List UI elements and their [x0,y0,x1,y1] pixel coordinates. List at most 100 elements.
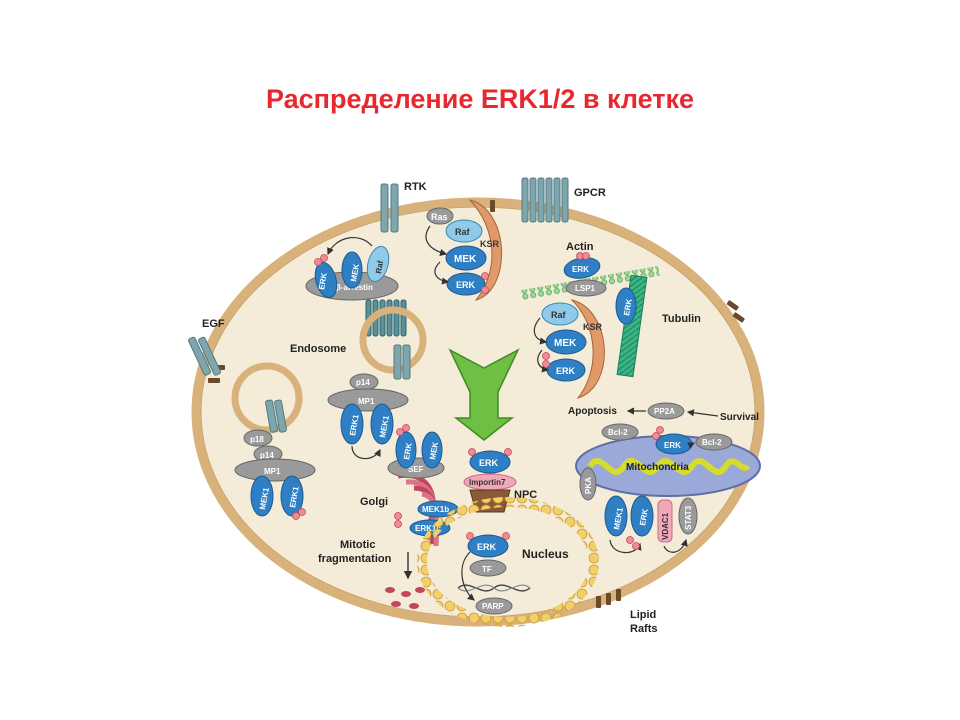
mp1-label-upper: MP1 [358,397,375,406]
arrow-erk-tf [461,551,475,601]
rtk-receptor [380,183,399,233]
erk-on-tubulin [615,287,637,325]
mek1-mito-label: MEK1 [612,506,625,530]
mek-on-arrestin-label: MEK [349,263,361,282]
actin-label: Actin [566,241,594,253]
erk-in-nucleus-label: ERK [477,542,497,552]
bcl2-left-label: Bcl-2 [608,428,628,437]
gpcr-label: GPCR [574,187,606,199]
endosome-upper-receptor [393,344,411,380]
erk-on-arrestin-label: ERK [317,272,329,290]
lipid-raft-markers [208,200,745,608]
endosome-label: Endosome [290,343,346,355]
p18-label: p18 [250,435,264,444]
erk1-upper-label: ERK1 [348,413,361,436]
pp2a-label: PP2A [654,407,675,416]
arrow-mp1-loop [351,445,381,460]
nucleus-label: Nucleus [522,547,569,561]
gpcr-receptor [521,177,569,223]
dna-helix-strand2 [457,584,531,592]
erk1-lower-label: ERK1 [288,485,301,508]
erk-on-actin-label: ERK [572,265,589,274]
tf-label: TF [482,565,492,574]
pka-protein [579,467,597,501]
phosphate-groups [292,252,664,550]
nucleus-envelope [417,497,599,627]
ras-label: Ras [431,212,448,222]
pp2a-protein [647,402,685,420]
rafts-label: Rafts [630,623,658,635]
stat3-protein [678,497,698,535]
p14-label-upper: p14 [356,378,370,387]
mek1-lower-label: MEK1 [258,486,271,510]
ksr-scaffold-top [468,199,503,301]
fragmentation-label: fragmentation [318,553,392,565]
mek1-lower [250,475,274,517]
raf-protein-right [541,302,579,326]
erk-with-importin-label: ERK [479,458,499,468]
arrow-erk-bcl2 [687,442,696,449]
nuclear-translocation-arrow [448,348,520,441]
arrow-mek-erk-top [434,261,450,285]
erk-label-top: ERK [456,280,476,290]
raf-protein-top [445,219,483,243]
vdac1-label: VDAC1 [661,512,670,540]
erk-on-sef-label: ERK [402,442,414,460]
rtk-label: RTK [404,181,427,193]
erk-with-importin [469,450,511,474]
bcl2-right-label: Bcl-2 [702,438,722,447]
mitochondria-label: Mitochondria [626,462,689,473]
mek-on-sef-label: MEK [428,441,440,460]
arrow-raf-mek-right [533,317,548,345]
p18-protein [243,429,273,447]
raf-on-arrestin [366,245,390,283]
lsp1-label: LSP1 [575,284,596,293]
sef-label: SEF [408,465,424,474]
erk-mito-label: ERK [664,441,681,450]
golgi-fragments [385,587,425,609]
mek1-mito [604,495,628,537]
survival-label: Survival [720,412,759,423]
erk-mito-lower [630,495,654,537]
arrow-arrestin-loop [327,237,373,256]
endosome-lower-receptor [265,399,287,433]
pka-label: PKA [584,477,593,494]
slide-title: Распределение ERK1/2 в клетке [265,84,695,114]
erk1-upper [340,403,364,445]
erk-in-nucleus [467,534,509,558]
lipid-label: Lipid [630,609,656,621]
raf-label-top: Raf [455,227,471,237]
p14-label-lower: p14 [260,451,274,460]
bcl2-left [601,423,639,441]
vdac1-protein [657,499,673,543]
endosome-upper [359,306,427,374]
mek1b-label: MEK1b [422,505,449,514]
erk-on-tubulin-label: ERK [622,298,634,316]
arrow-vdac-stat3 [663,538,688,553]
mp1-label-lower: MP1 [264,467,281,476]
arrow-survival-pp2a [686,409,719,417]
golgi-label: Golgi [360,496,388,508]
stat3-label: STAT3 [684,505,693,530]
ksr-label-top: KSR [480,239,500,249]
mek-protein-top [445,245,487,271]
erk1-lower [280,475,304,517]
importin7-label: Importin7 [469,478,506,487]
endosome-lower [231,362,303,434]
lsp1-protein [565,279,607,297]
erk-on-sef [395,431,417,469]
mitochondria-cristae [587,458,751,475]
bcl2-right [695,433,733,451]
arrow-ras-raf [425,225,448,257]
egf-label: EGF [202,318,225,330]
parp-label: PARP [482,602,504,611]
tubulin-filament [616,274,648,378]
erk-mito-lower-label: ERK [638,508,650,526]
apoptosis-label: Apoptosis [568,406,617,417]
mek-label-right: MEK [554,338,577,349]
mek1-upper-label: MEK1 [378,414,391,438]
erk1c-label: ERK1c [415,524,441,533]
mek1-upper [370,403,394,445]
tf-protein [469,559,507,577]
